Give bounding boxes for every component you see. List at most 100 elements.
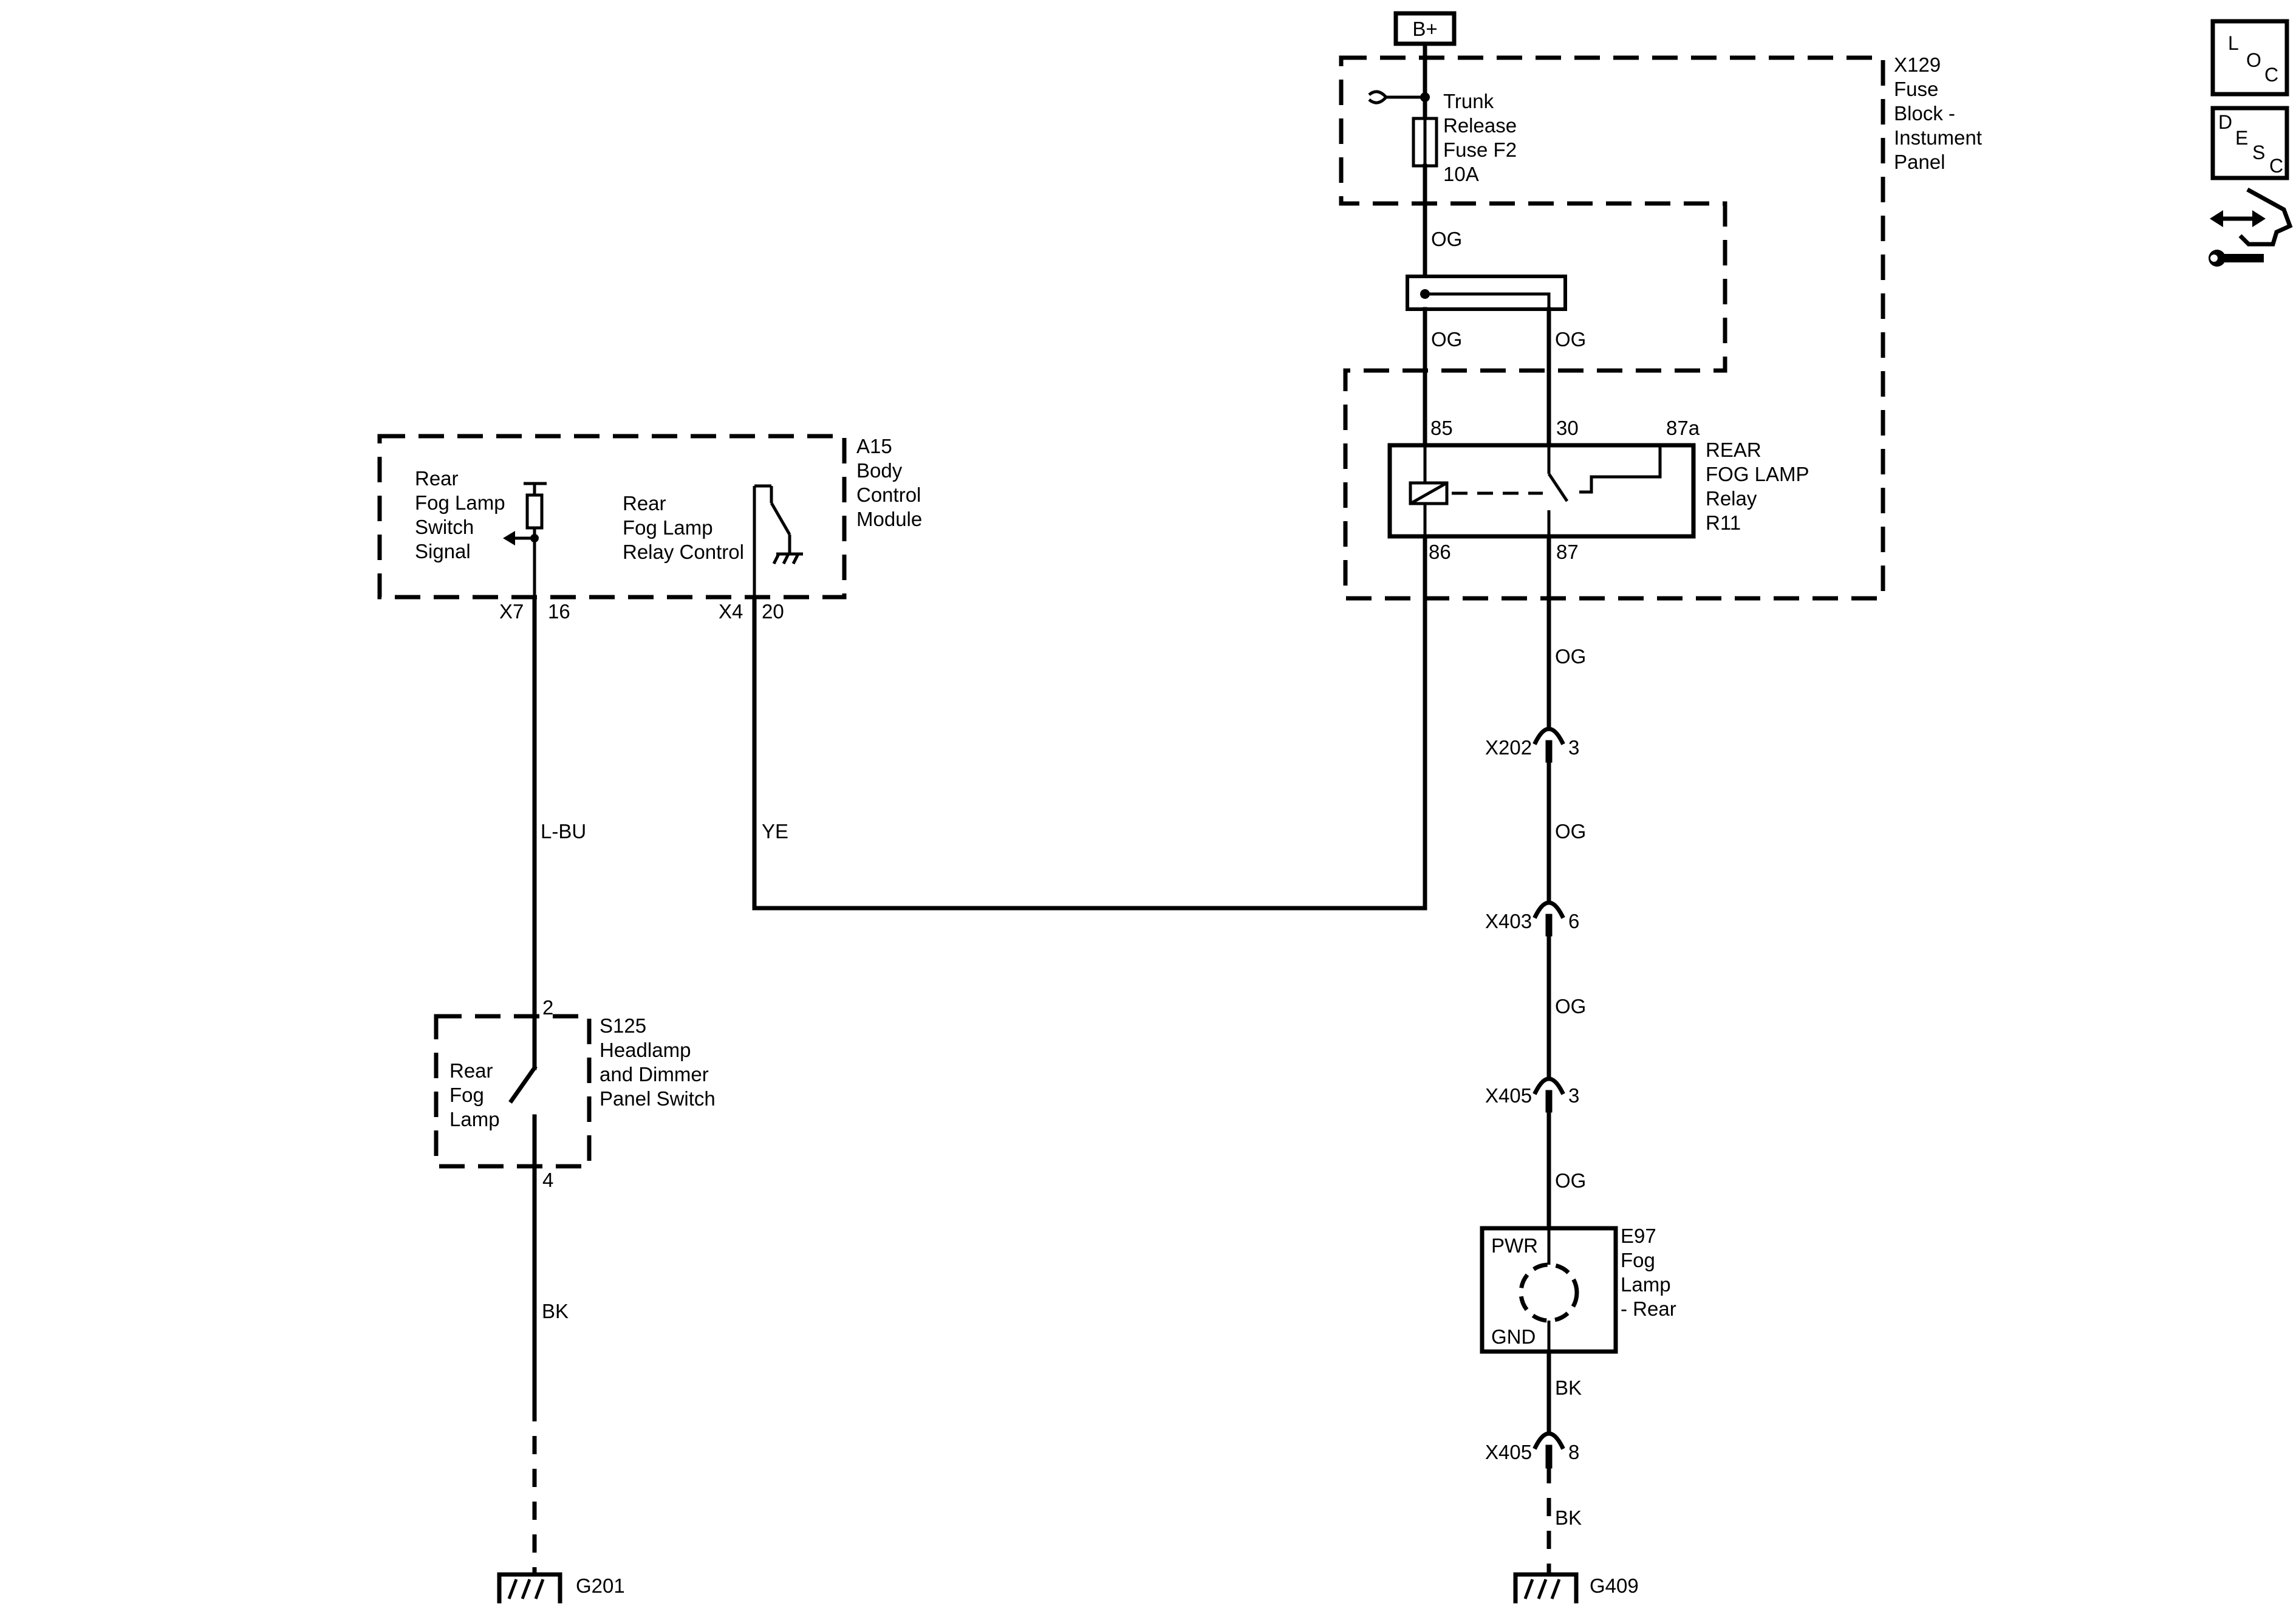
headlamp-switch-pin-2: 2: [542, 996, 553, 1019]
description-view-button[interactable]: D E S C: [2210, 106, 2289, 180]
headlamp-switch-inner-label: Rear Fog Lamp: [449, 1059, 500, 1130]
splice-bar: [1406, 275, 1567, 311]
svg-text:Trunk: Trunk: [1443, 90, 1494, 112]
svg-text:Fog: Fog: [1621, 1249, 1655, 1271]
svg-text:Relay Control: Relay Control: [623, 541, 744, 563]
svg-text:86: 86: [1429, 541, 1451, 563]
svg-text:and Dimmer: and Dimmer: [600, 1063, 709, 1085]
svg-text:D: D: [2218, 111, 2232, 133]
battery-supply: B+: [1393, 11, 1457, 46]
svg-text:A15: A15: [856, 435, 892, 457]
svg-text:Fuse: Fuse: [1894, 78, 1938, 100]
svg-text:Control: Control: [856, 484, 921, 506]
svg-text:Lamp: Lamp: [449, 1108, 500, 1130]
svg-text:O: O: [2246, 49, 2261, 71]
wire-color-og: OG: [1555, 645, 1586, 668]
svg-text:X129: X129: [1894, 53, 1941, 76]
wire-color-lbu: L-BU: [541, 820, 586, 843]
svg-text:87: 87: [1556, 541, 1579, 563]
rear-fog-lamp-relay: [1387, 443, 1696, 539]
svg-text:Rear: Rear: [415, 467, 459, 490]
connector-x405-pin: 3: [1568, 1084, 1579, 1107]
fuse-block-label: X129 Fuse Block - Instument Panel: [1894, 53, 1982, 173]
connector-x202-name: X202: [1485, 736, 1532, 759]
wire-color-ye: YE: [762, 820, 788, 843]
bcm-connector-x4: X4 20: [719, 600, 784, 623]
svg-text:Module: Module: [856, 508, 922, 530]
svg-text:Fog Lamp: Fog Lamp: [623, 516, 713, 539]
svg-text:Body: Body: [856, 459, 903, 482]
svg-text:S125: S125: [600, 1014, 646, 1037]
location-view-button[interactable]: L O C: [2210, 19, 2289, 97]
svg-text:REAR: REAR: [1706, 439, 1761, 461]
connector-x405-name: X405: [1485, 1084, 1532, 1107]
svg-text:S: S: [2252, 142, 2265, 163]
wire-color-og: OG: [1431, 228, 1462, 250]
ground-g409-label: G409: [1590, 1574, 1639, 1597]
connector-x403-symbol: [1532, 900, 1565, 937]
svg-text:87a: 87a: [1666, 417, 1700, 439]
svg-text:Relay: Relay: [1706, 487, 1757, 510]
svg-text:L: L: [2228, 32, 2239, 54]
fuse-block-outline: [1339, 55, 1885, 601]
fog-lamp-label: E97 Fog Lamp - Rear: [1621, 1225, 1676, 1320]
wire-color-bk: BK: [1555, 1376, 1582, 1399]
svg-text:Switch: Switch: [415, 516, 474, 538]
svg-text:X4: X4: [719, 600, 743, 623]
relay-pins: 85 30 87a 86 87: [1429, 417, 1700, 563]
connector-x202-symbol: [1532, 726, 1565, 763]
svg-text:Panel: Panel: [1894, 151, 1945, 173]
svg-text:Rear: Rear: [623, 492, 666, 514]
bcm-outline: [377, 434, 847, 600]
ground-g409-symbol: [1513, 1572, 1579, 1604]
svg-text:Lamp: Lamp: [1621, 1273, 1671, 1296]
connector-x403-name: X403: [1485, 910, 1532, 932]
svg-text:10A: 10A: [1443, 163, 1479, 185]
svg-text:Fuse F2: Fuse F2: [1443, 138, 1517, 161]
ground-g201-label: G201: [576, 1574, 625, 1597]
switch-signal-input-symbol: [503, 482, 547, 598]
svg-text:20: 20: [762, 600, 784, 623]
relay-control-driver-symbol: [753, 484, 803, 598]
connector-navigation-icon[interactable]: [2209, 187, 2293, 267]
svg-text:Rear: Rear: [449, 1059, 493, 1082]
svg-text:Headlamp: Headlamp: [600, 1039, 691, 1061]
svg-text:Release: Release: [1443, 114, 1517, 137]
connector-x403-pin: 6: [1568, 910, 1579, 932]
svg-text:Fog: Fog: [449, 1084, 484, 1106]
svg-text:E97: E97: [1621, 1225, 1656, 1247]
rear-fog-lamp-relay-control-label: Rear Fog Lamp Relay Control: [623, 492, 744, 563]
svg-text:FOG LAMP: FOG LAMP: [1706, 463, 1809, 485]
connector-x202-pin: 3: [1568, 736, 1579, 759]
bplus-label: B+: [1412, 18, 1437, 40]
svg-text:- Rear: - Rear: [1621, 1297, 1676, 1320]
wire-color-bk: BK: [542, 1300, 569, 1322]
svg-text:X7: X7: [499, 600, 524, 623]
connector-x405-name: X405: [1485, 1441, 1532, 1463]
svg-text:Fog Lamp: Fog Lamp: [415, 491, 505, 514]
wire-color-og: OG: [1431, 328, 1462, 350]
headlamp-switch-pin-4: 4: [542, 1169, 553, 1191]
svg-text:Signal: Signal: [415, 540, 471, 562]
relay-label: REAR FOG LAMP Relay R11: [1706, 439, 1809, 534]
connector-x405-pin: 8: [1568, 1441, 1579, 1463]
fuse-f2: [1412, 117, 1438, 168]
svg-text:16: 16: [548, 600, 570, 623]
fog-lamp-gnd-label: GND: [1491, 1325, 1536, 1348]
rear-fog-lamp-switch-contact: [508, 1024, 538, 1169]
headlamp-switch-label: S125 Headlamp and Dimmer Panel Switch: [600, 1014, 716, 1110]
wire-color-og: OG: [1555, 1169, 1586, 1192]
wire-color-bk: BK: [1555, 1506, 1582, 1529]
svg-text:C: C: [2269, 155, 2283, 177]
fuse-f2-label: Trunk Release Fuse F2 10A: [1443, 90, 1517, 185]
svg-text:30: 30: [1556, 417, 1579, 439]
svg-text:Panel Switch: Panel Switch: [600, 1087, 716, 1110]
svg-text:Instument: Instument: [1894, 126, 1982, 149]
svg-text:Block -: Block -: [1894, 102, 1955, 125]
bcm-connector-x7: X7 16: [499, 600, 570, 623]
wire-color-og: OG: [1555, 995, 1586, 1017]
trunk-release-branch: [1368, 90, 1425, 104]
rear-fog-lamp-switch-signal-label: Rear Fog Lamp Switch Signal: [415, 467, 505, 562]
svg-text:C: C: [2264, 64, 2278, 86]
